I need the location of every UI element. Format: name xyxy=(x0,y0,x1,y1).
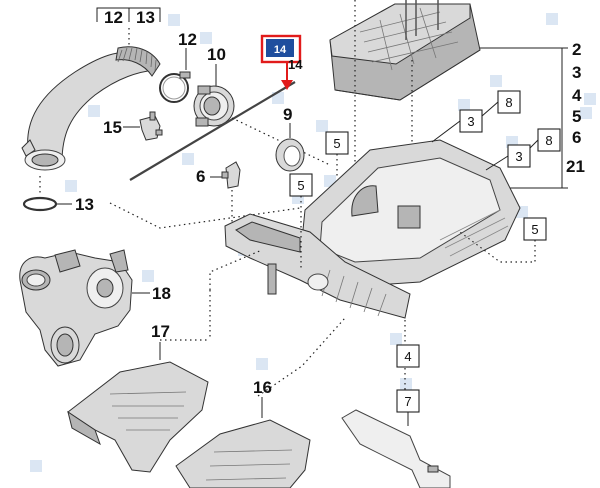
svg-text:3: 3 xyxy=(467,114,474,129)
svg-text:3: 3 xyxy=(515,149,522,164)
boxed-callout-5-b: 5 xyxy=(289,173,313,270)
callout-9-label: 9 xyxy=(283,105,292,124)
seal-ring-part xyxy=(275,138,305,172)
boxed-callout-5-c: 5 xyxy=(459,217,547,263)
highlight-14-label: 14 xyxy=(274,44,287,56)
right-list-item-3: 3 xyxy=(572,63,581,82)
callout-18: 18 xyxy=(132,284,171,303)
callout-9: 9 xyxy=(283,105,292,138)
cover-17-part xyxy=(67,361,209,473)
sensor-part xyxy=(221,161,241,189)
boxed-callout-8-a: 8 xyxy=(481,90,521,117)
callout-15: 15 xyxy=(103,118,140,137)
cover-16-part xyxy=(175,419,311,488)
turbocharger-part xyxy=(19,249,133,367)
arrow-down-icon xyxy=(281,80,293,90)
callout-group-12-13: 12 13 xyxy=(96,7,161,48)
filter-lid-part xyxy=(329,0,481,101)
svg-text:8: 8 xyxy=(505,95,512,110)
clamp-part xyxy=(159,71,191,103)
callout-12-label: 12 xyxy=(178,30,197,49)
callout-10: 10 xyxy=(207,45,226,86)
highlight-callout-14: 14 14 xyxy=(260,34,303,90)
right-list-item-4: 4 xyxy=(572,86,582,105)
boxed-callout-8-b: 8 xyxy=(529,128,561,152)
boxed-callout-3-b: 3 xyxy=(485,144,531,171)
boxed-callout-3-a: 3 xyxy=(431,109,483,143)
boxed-callout-5-a: 5 xyxy=(325,131,349,176)
callout-15-label: 15 xyxy=(103,118,122,137)
callout-13-label: 13 xyxy=(75,195,94,214)
svg-text:5: 5 xyxy=(531,222,538,237)
callout-14-under: 14 xyxy=(288,57,303,72)
intake-hose-part xyxy=(21,46,161,171)
callout-12-top: 12 xyxy=(104,8,123,27)
svg-text:7: 7 xyxy=(404,394,411,409)
callout-17: 17 xyxy=(151,322,170,360)
callout-12: 12 xyxy=(178,30,197,70)
callout-13-top: 13 xyxy=(136,8,155,27)
callout-16: 16 xyxy=(253,378,272,418)
callout-13: 13 xyxy=(22,176,94,214)
right-list-item-6: 6 xyxy=(572,128,581,147)
bracket-part xyxy=(139,111,163,141)
strut-part xyxy=(341,409,451,488)
airbox-housing-part xyxy=(224,139,521,319)
svg-text:4: 4 xyxy=(404,349,411,364)
svg-text:5: 5 xyxy=(297,178,304,193)
right-list-item-2: 2 xyxy=(572,40,581,59)
right-callout-list: 2 3 4 5 6 21 xyxy=(480,40,585,189)
svg-text:5: 5 xyxy=(333,136,340,151)
right-list-item-21: 21 xyxy=(566,157,585,176)
boxed-callout-7: 7 xyxy=(396,389,420,426)
callout-16-label: 16 xyxy=(253,378,272,397)
right-list-item-5: 5 xyxy=(572,107,581,126)
boxed-callout-4: 4 xyxy=(396,344,420,368)
svg-text:8: 8 xyxy=(545,133,552,148)
callout-18-label: 18 xyxy=(152,284,171,303)
coupler-part xyxy=(193,85,235,127)
callout-17-label: 17 xyxy=(151,322,170,341)
callout-6-label: 6 xyxy=(196,167,205,186)
callout-10-label: 10 xyxy=(207,45,226,64)
